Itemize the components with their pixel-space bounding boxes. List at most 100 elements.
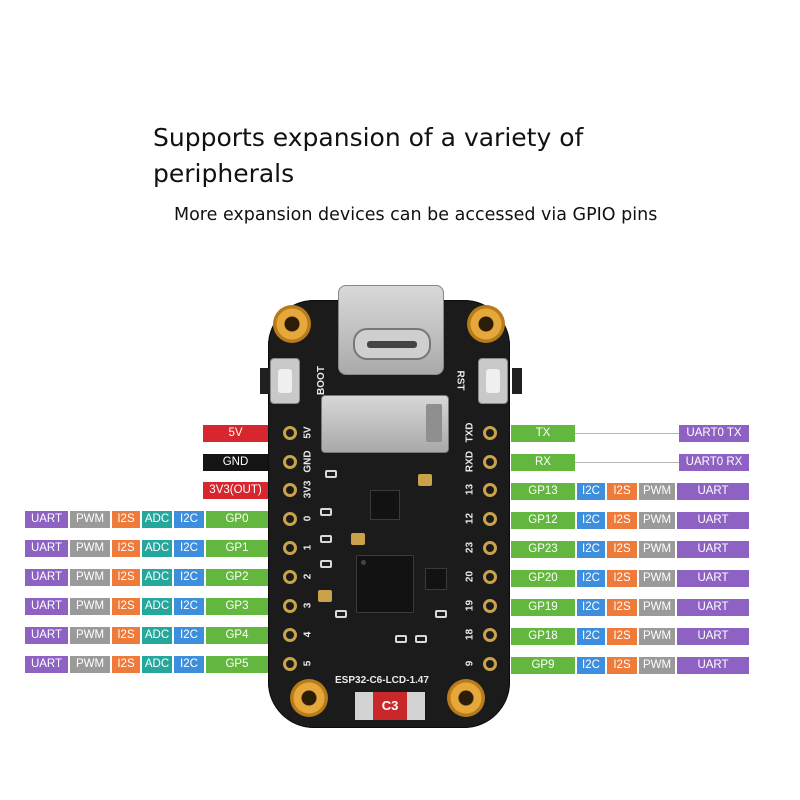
silk-right-label: TXD (465, 418, 476, 448)
silk-left-label: 5V (303, 418, 314, 448)
header-pin-left (283, 455, 297, 469)
headline-line-1: Supports expansion of a variety of (153, 120, 613, 156)
silk-left-label: 2 (303, 562, 314, 592)
silk-left-label: 3V3 (303, 475, 314, 505)
pin-tag-i2c: I2C (577, 541, 605, 558)
pin-tag-uart: UART (25, 569, 68, 586)
pin-tag-i2s: I2S (607, 628, 637, 645)
pin-tag-adc: ADC (142, 627, 172, 644)
pin-tag-i2c: I2C (174, 656, 204, 673)
subheadline: More expansion devices can be accessed v… (174, 205, 657, 225)
gpio-label: RX (511, 454, 575, 471)
power-label-gnd: GND (203, 454, 268, 471)
power-label-3v3: 3V3(OUT) (203, 482, 268, 499)
pin-tag-uart: UART (25, 656, 68, 673)
gpio-label: GP12 (511, 512, 575, 529)
smd-pad (335, 610, 347, 618)
pin-tag-i2s: I2S (112, 540, 140, 557)
pin-tag-pwm: PWM (70, 569, 110, 586)
silk-right-label: 13 (465, 475, 476, 505)
pin-tag-pwm: PWM (70, 540, 110, 557)
header-pin-left (283, 570, 297, 584)
gpio-label: GP0 (206, 511, 268, 528)
pin-tag-pwm: PWM (70, 598, 110, 615)
c3-badge: C3 (355, 692, 425, 720)
header-pin-right (483, 599, 497, 613)
header-pin-right (483, 455, 497, 469)
boot-button-side (260, 368, 270, 394)
function-label: UART (677, 628, 749, 645)
board-name: ESP32-C6-LCD-1.47 (335, 675, 429, 686)
boot-button[interactable] (270, 358, 300, 404)
smd-pad (320, 508, 332, 516)
pin-tag-uart: UART (25, 627, 68, 644)
silk-right-label: RXD (465, 447, 476, 477)
pin-tag-i2s: I2S (112, 511, 140, 528)
headline-line-2: peripherals (153, 156, 613, 192)
pin-tag-pwm: PWM (639, 483, 675, 500)
pin-tag-pwm: PWM (70, 627, 110, 644)
usb-c-port (338, 285, 444, 375)
header-pin-left (283, 541, 297, 555)
smd-pad (435, 610, 447, 618)
gpio-label: GP23 (511, 541, 575, 558)
mounting-hole-top-left (273, 305, 311, 343)
gpio-label: GP19 (511, 599, 575, 616)
gpio-label: GP4 (206, 627, 268, 644)
pin-tag-adc: ADC (142, 569, 172, 586)
gpio-label: GP18 (511, 628, 575, 645)
pin-tag-pwm: PWM (639, 541, 675, 558)
pin-tag-i2s: I2S (112, 656, 140, 673)
reset-button-side (512, 368, 522, 394)
header-pin-right (483, 512, 497, 526)
header-pin-left (283, 426, 297, 440)
transistor (425, 568, 447, 590)
gpio-label: GP2 (206, 569, 268, 586)
reset-button[interactable] (478, 358, 508, 404)
main-chip (356, 555, 414, 613)
flash-chip (370, 490, 400, 520)
smd-pad (325, 470, 337, 478)
function-label: UART (677, 570, 749, 587)
gpio-label: GP5 (206, 656, 268, 673)
smd-pad (415, 635, 427, 643)
gpio-label: GP1 (206, 540, 268, 557)
silk-right-label: 23 (465, 533, 476, 563)
mounting-hole-top-right (467, 305, 505, 343)
silk-right-label: 20 (465, 562, 476, 592)
header-pin-left (283, 512, 297, 526)
pin-tag-uart: UART (25, 511, 68, 528)
rst-label: RST (455, 371, 466, 391)
pin-tag-i2c: I2C (174, 598, 204, 615)
silk-right-label: 19 (465, 591, 476, 621)
gold-pad (318, 590, 332, 602)
pin-tag-pwm: PWM (639, 512, 675, 529)
pin-tag-pwm: PWM (639, 657, 675, 674)
gpio-label: GP20 (511, 570, 575, 587)
pin-tag-i2c: I2C (577, 628, 605, 645)
pin-tag-adc: ADC (142, 656, 172, 673)
pin-tag-i2s: I2S (607, 570, 637, 587)
gpio-label: GP9 (511, 657, 575, 674)
mounting-hole-bottom-left (290, 679, 328, 717)
pin-tag-pwm: PWM (70, 656, 110, 673)
silk-right-label: 18 (465, 620, 476, 650)
header-pin-left (283, 599, 297, 613)
header-pin-right (483, 657, 497, 671)
silk-left-label: 4 (303, 620, 314, 650)
function-label: UART0 RX (679, 454, 749, 471)
gold-pad (418, 474, 432, 486)
pin-tag-i2s: I2S (607, 512, 637, 529)
silk-left-label: GND (303, 447, 314, 477)
leader-line (575, 433, 679, 434)
silk-left-label: 3 (303, 591, 314, 621)
pin-tag-adc: ADC (142, 540, 172, 557)
pin-tag-i2s: I2S (112, 598, 140, 615)
pin-tag-i2c: I2C (174, 627, 204, 644)
pin-tag-adc: ADC (142, 598, 172, 615)
smd-pad (320, 560, 332, 568)
pin-tag-i2c: I2C (577, 657, 605, 674)
header-pin-left (283, 628, 297, 642)
function-label: UART0 TX (679, 425, 749, 442)
pin-tag-i2c: I2C (577, 483, 605, 500)
